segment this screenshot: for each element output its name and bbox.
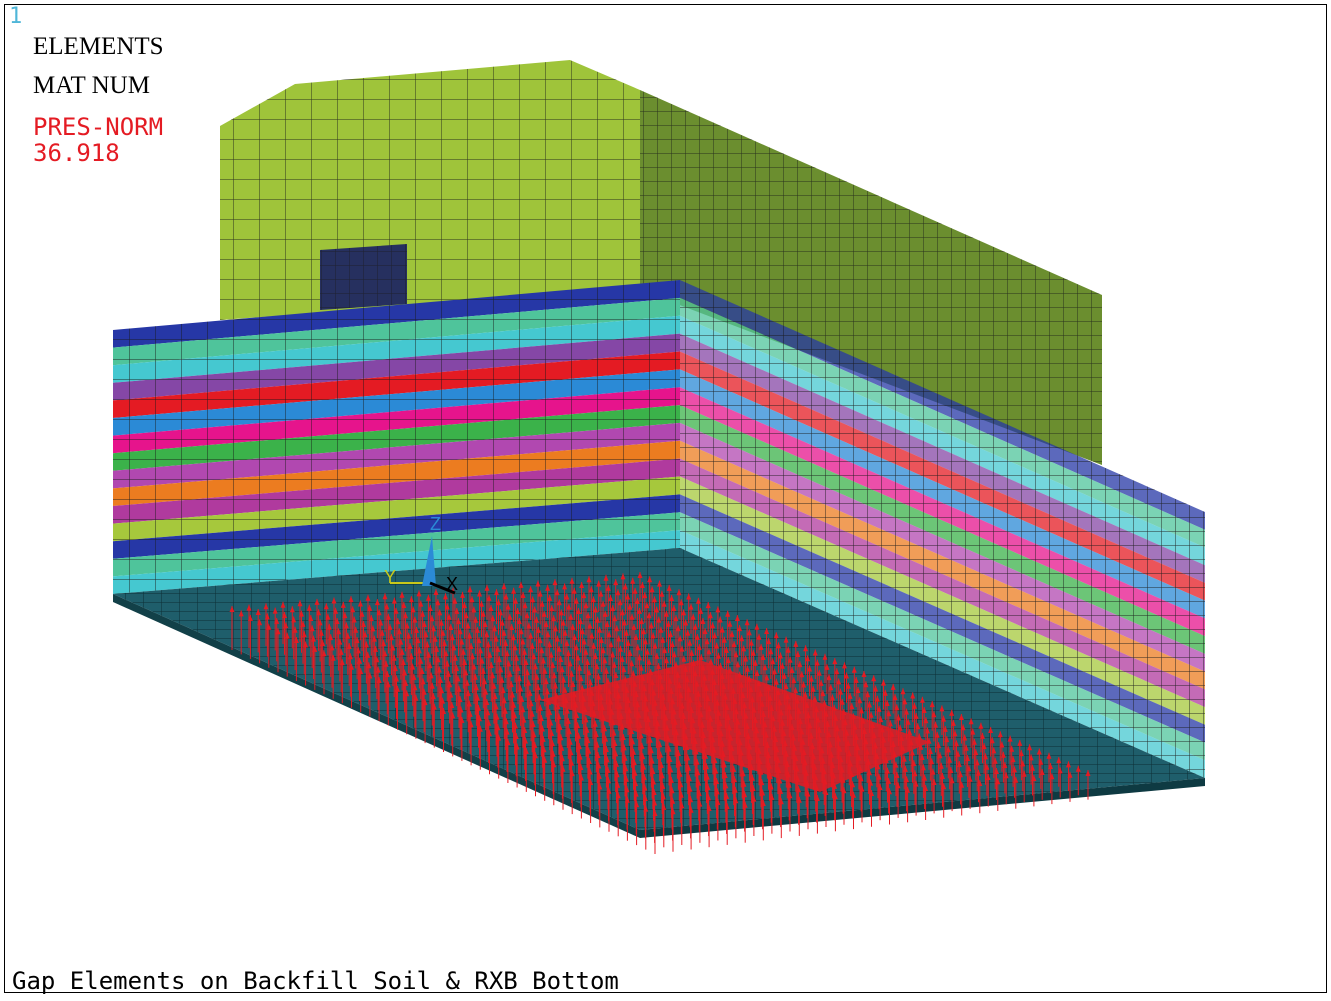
legend-pressure-value: 36.918 [33, 139, 120, 167]
legend-pressure-label: PRES-NORM [33, 113, 164, 141]
upper-structure [220, 60, 1102, 465]
plot-title: Gap Elements on Backfill Soil & RXB Bott… [12, 967, 619, 995]
pressure-arrows [229, 572, 1091, 854]
legend-mat-num: MAT NUM [33, 72, 150, 99]
axis-z-label: Z [430, 514, 441, 534]
axis-x-label: X [446, 574, 458, 594]
axis-triad: Y Z X [384, 514, 458, 595]
legend-elements: ELEMENTS [33, 33, 164, 60]
layered-base [113, 280, 1205, 778]
axis-y-label: Y [384, 567, 396, 587]
window-number: 1 [9, 4, 23, 29]
